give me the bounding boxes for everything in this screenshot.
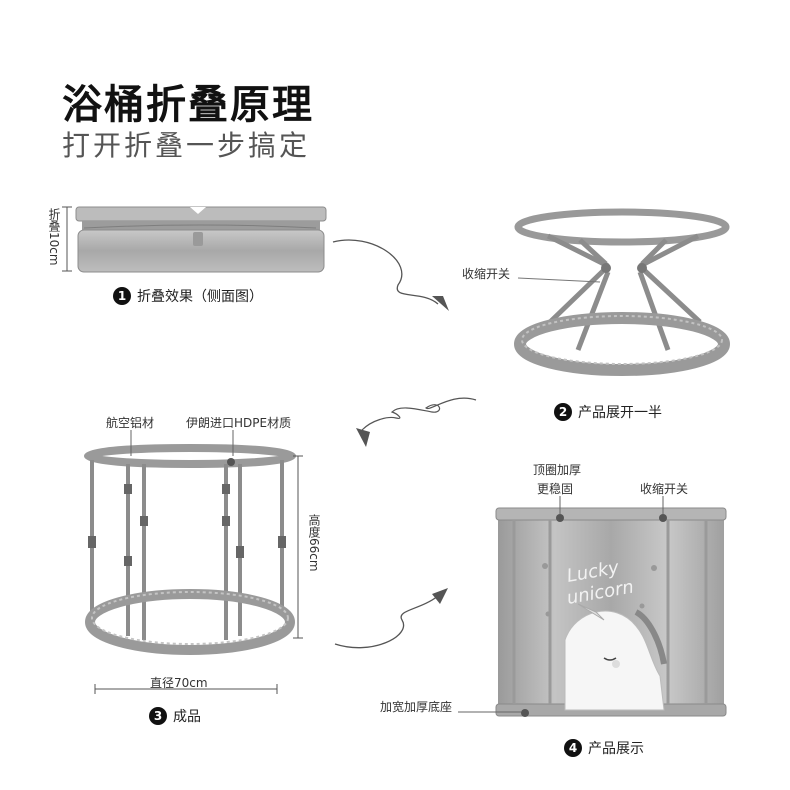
hdpe-material-label: 伊朗进口HDPE材质 [186,416,292,430]
page-subtitle: 打开折叠一步搞定 [62,129,311,162]
step1-caption-text: 折叠效果（侧面图） [137,289,263,305]
step2-caption: 2 产品展开一半 [554,402,662,422]
frame-diameter-label: 直径70cm [150,676,208,690]
frame-diameter-dimension [94,684,278,694]
page-title: 浴桶折叠原理 [62,82,314,128]
step4-caption-text: 产品展示 [588,741,644,757]
step4-number-badge: 4 [564,739,582,757]
step4-caption: 4 产品展示 [564,738,644,758]
step1-number-badge: 1 [113,287,131,305]
top-ring-label-line2: 更稳固 [537,482,574,496]
step3-number-badge: 3 [149,707,167,725]
product-switch-label: 收缩开关 [640,482,689,496]
fold-height-label: 折叠10cm [47,208,61,266]
arrow-step1-to-step2 [332,239,449,311]
step2-caption-text: 产品展开一半 [578,405,662,421]
folded-tub-illustration [75,206,327,273]
assembled-frame-illustration [84,444,296,655]
step1-caption: 1 折叠效果（侧面图） [113,286,263,306]
product-tub-illustration [495,507,727,717]
arrow-step2-to-step3 [356,397,477,447]
unicorn-print-icon [564,603,667,711]
fold-height-dimension [62,206,72,272]
aluminum-material-label: 航空铝材 [106,416,155,430]
sparkle-icon [542,563,657,617]
frame-height-dimension [293,455,303,639]
arrow-step3-to-step4 [334,588,448,649]
base-label: 加宽加厚底座 [380,700,453,714]
step3-caption-text: 成品 [173,709,201,725]
switch-leader-line [517,277,601,283]
step3-caption: 3 成品 [149,706,201,726]
step2-number-badge: 2 [554,403,572,421]
half-open-frame-illustration [514,208,730,376]
top-ring-label-line1: 顶圈加厚 [533,463,582,477]
frame-height-label: 高度66cm [307,514,321,572]
half-open-switch-label: 收缩开关 [462,267,511,281]
